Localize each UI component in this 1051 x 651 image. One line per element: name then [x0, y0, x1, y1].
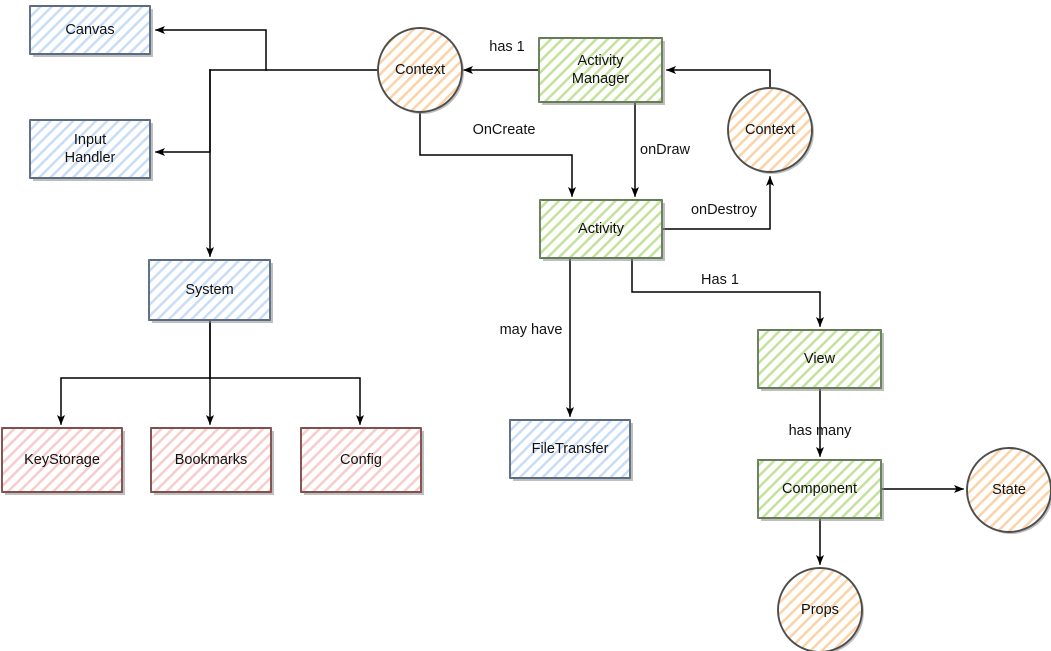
- node-activity-manager-accent: [538, 37, 663, 103]
- edge-activitymanager-contextleft-label: has 1: [489, 39, 524, 55]
- edge-activity-view-line: [631, 257, 824, 327]
- node-keystorage[interactable]: KeyStorage: [1, 427, 125, 495]
- node-config-accent: [300, 427, 422, 493]
- edge-view-component-label: has many: [789, 423, 853, 439]
- node-canvas-accent: [29, 5, 151, 55]
- edge-activity-view-label: Has 1: [701, 272, 739, 288]
- node-state[interactable]: State: [966, 447, 1051, 534]
- node-props-label: Props: [801, 602, 839, 618]
- edge-trunk-inputhandler: [155, 69, 211, 156]
- edge-activity-contextright-label: onDestroy: [691, 202, 758, 218]
- node-canvas-label: Canvas: [65, 22, 114, 38]
- node-context-left[interactable]: Context: [377, 27, 464, 114]
- node-activity-accent: [539, 199, 663, 259]
- node-activity[interactable]: Activity: [539, 199, 665, 261]
- edge-contextleft-activity-line: [419, 111, 576, 197]
- node-view-label: View: [804, 351, 836, 367]
- node-component[interactable]: Component: [757, 459, 884, 521]
- node-bookmarks-accent: [150, 427, 272, 493]
- node-context-right[interactable]: Context: [727, 87, 814, 174]
- node-system-label: System: [185, 282, 233, 298]
- node-props-shape[interactable]: [777, 567, 863, 651]
- node-input-handler-accent: [29, 119, 151, 179]
- node-state-shape[interactable]: [966, 447, 1051, 533]
- edge-trunk-canvas: [155, 26, 267, 71]
- node-config-label: Config: [340, 452, 382, 468]
- node-component-label: Component: [782, 481, 857, 497]
- edge-activity-filetransfer-label: may have: [500, 322, 563, 338]
- edge-contextleft-activity: [419, 111, 576, 197]
- edge-activity-view: [631, 257, 824, 327]
- node-view[interactable]: View: [757, 329, 884, 391]
- node-filetransfer[interactable]: FileTransfer: [509, 419, 633, 481]
- node-context-right-label: Context: [745, 122, 795, 138]
- node-context-left-label: Context: [395, 62, 445, 78]
- edge-system-keystorage-line: [57, 319, 211, 425]
- node-state-label: State: [992, 482, 1026, 498]
- edge-contextright-activitymanager-line: [666, 66, 771, 89]
- node-filetransfer-label: FileTransfer: [532, 441, 609, 457]
- node-keystorage-accent: [1, 427, 123, 493]
- node-bookmarks[interactable]: Bookmarks: [150, 427, 274, 495]
- node-activity-label: Activity: [578, 221, 625, 237]
- edge-contextleft-activity-label: OnCreate: [473, 122, 536, 138]
- node-view-accent: [757, 329, 882, 389]
- node-keystorage-label: KeyStorage: [24, 452, 100, 468]
- edge-trunk-canvas-line: [155, 26, 267, 71]
- node-props[interactable]: Props: [777, 567, 864, 651]
- node-system-accent: [148, 259, 271, 321]
- node-component-accent: [757, 459, 882, 519]
- node-canvas[interactable]: Canvas: [29, 5, 153, 57]
- edge-activitymanager-activity-label: onDraw: [640, 142, 690, 158]
- edge-contextright-activitymanager: [666, 66, 771, 89]
- edge-labels-layer: has 1 OnCreate onDraw onDestroy may have Has …: [473, 39, 853, 439]
- edge-system-keystorage: [57, 319, 211, 425]
- node-context-left-shape[interactable]: [377, 27, 463, 113]
- node-filetransfer-accent: [509, 419, 631, 479]
- edge-trunk-inputhandler-line: [155, 69, 211, 156]
- node-bookmarks-shape[interactable]: [150, 427, 272, 493]
- node-bookmarks-label: Bookmarks: [175, 452, 248, 468]
- edge-system-config: [209, 377, 364, 425]
- node-config[interactable]: Config: [300, 427, 424, 495]
- edge-activity-contextright-line: [661, 176, 774, 230]
- node-system[interactable]: System: [148, 259, 273, 323]
- edges-layer: [57, 26, 964, 565]
- node-context-right-shape[interactable]: [727, 87, 813, 173]
- edge-activity-contextright: [661, 176, 774, 230]
- edge-system-config-line: [209, 377, 364, 425]
